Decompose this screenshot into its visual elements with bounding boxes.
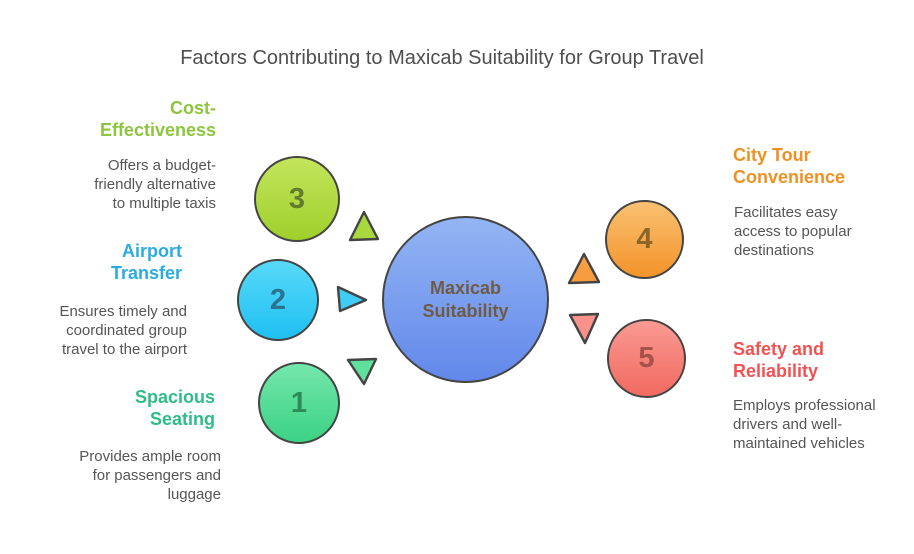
arrow-down-icon-spacious-seating [346,357,378,386]
factor-description-city-tour-convenience: Facilitates easy access to popular desti… [734,204,852,259]
factor-circle-3: 3 [254,156,340,242]
factor-description-spacious-seating: Provides ample room for passengers and l… [79,448,221,503]
factor-number-1: 1 [290,386,308,419]
arrow-down-icon-safety-reliability [568,312,600,345]
factor-number-3: 3 [288,182,306,215]
factor-circle-5: 5 [607,319,686,398]
factor-description-safety-reliability: Employs professional drivers and well-ma… [733,397,876,452]
factor-description-airport-transfer: Ensures timely and coordinated group tra… [59,303,187,358]
arrow-right-icon-airport-transfer [336,285,368,313]
factor-number-2: 2 [269,283,287,316]
factor-number-4: 4 [636,223,653,255]
arrow-up-icon-city-tour [567,252,601,285]
factor-heading-spacious-seating: Spacious Seating [134,387,215,429]
factor-heading-city-tour-convenience: City Tour Convenience [733,145,846,187]
factor-description-cost-effectiveness: Offers a budget-friendly alternative to … [94,157,216,212]
center-label: Maxicab Suitability [422,277,509,321]
factor-circle-2: 2 [237,259,319,341]
diagram-title: Factors Contributing to Maxicab Suitabil… [180,47,704,69]
center-circle: Maxicab Suitability [382,216,549,383]
factor-heading-cost-effectiveness: Cost-Effectiveness [99,98,216,140]
arrow-up-icon-cost-effectiveness [348,210,380,242]
factor-circle-4: 4 [605,200,684,279]
factor-number-5: 5 [638,342,655,374]
factor-circle-1: 1 [258,362,340,444]
factor-heading-safety-reliability: Safety and Reliability [733,339,825,381]
factor-heading-airport-transfer: Airport Transfer [110,241,182,283]
